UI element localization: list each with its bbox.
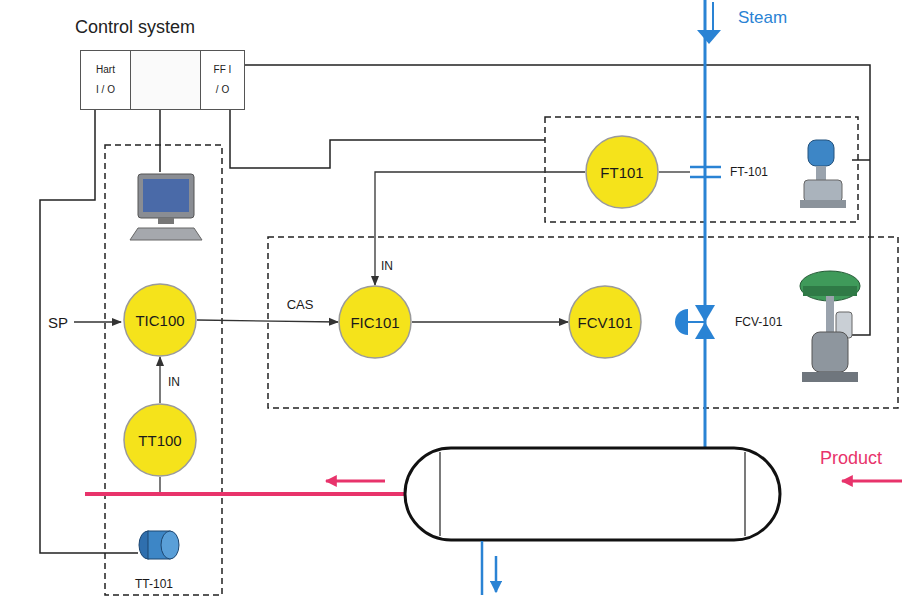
valve-body [695,305,715,322]
node-label: Hart I / O [95,60,117,100]
signal-label: IN [168,375,180,389]
instrument-bubble: FCV101 [568,285,642,359]
fieldbus-stub [852,159,870,161]
device-group [105,145,222,595]
control-valve-symbol [675,305,715,339]
condensate-arrow [495,556,498,592]
vessel [405,448,780,540]
bubble-shape [339,286,411,358]
node-label: FT101 [600,164,643,181]
transmitter-cap [161,531,179,559]
bubble-shape [586,136,658,208]
flow-transmitter-icon [800,140,846,208]
device-group [545,117,858,222]
sensor-line [159,477,160,492]
signal-connector [412,321,568,322]
control-system-box: Control systemHart I / OFF I / O [80,50,245,110]
instrument-bubble: TIC100 [123,283,197,357]
steam-pipe-edge [712,2,714,32]
transmitter-flange [800,200,846,208]
computer-wire [159,110,161,172]
tag-label: TT-101 [135,577,173,591]
temperature-transmitter-icon [139,531,179,559]
product-pipe [85,492,408,496]
bubble-shape [124,404,196,476]
signal-label: IN [381,259,393,273]
fieldbus-wire [245,65,870,335]
node-label: FIC101 [350,314,399,331]
transmitter-head [808,140,834,166]
device-group [268,237,898,408]
monitor [138,174,194,218]
node-label: Control system [75,17,195,38]
signal-connector [375,172,585,285]
monitor-stand [158,218,174,224]
ff-wire [230,110,545,168]
instrument-bubble: FT101 [585,135,659,209]
steam-arrow [697,30,721,44]
node-label: TT100 [138,432,181,449]
valve-stem [688,321,705,323]
valve-positioner-icon [800,271,860,382]
node-label: TIC100 [135,312,184,329]
signal-connector [159,357,160,403]
transmitter-neck [816,166,826,180]
signal-line [659,171,690,172]
flow-arrow [326,480,385,483]
tag-label: FCV-101 [735,315,782,329]
valve-body [695,322,715,339]
actuator-rim [803,286,857,296]
io-card: FF I / O [200,51,244,109]
node-label: FF I / O [212,60,234,100]
actuator-yoke [826,296,834,332]
tag-label: FT-101 [730,165,768,179]
stream-label: Product [820,448,882,469]
hart-wire [40,110,138,553]
tube-sheet [744,452,745,536]
computer-icon [130,174,202,240]
orifice-plate [690,166,721,169]
stream-label: Steam [738,8,787,28]
orifice-plate [690,176,721,179]
tube-sheet [439,452,440,536]
keyboard [130,228,202,240]
setpoint-label: SP [48,314,68,331]
monitor-screen [143,179,189,212]
bubble-shape [124,284,196,356]
instrument-bubble: FIC101 [338,285,412,359]
instrument-bubble: TT100 [123,403,197,477]
condensate-pipe [481,541,484,595]
flow-arrow [842,480,902,483]
steam-pipe [704,0,707,448]
signal-label: CAS [287,297,314,312]
valve-housing [812,332,848,372]
transmitter-body [804,180,842,202]
bubble-shape [569,286,641,358]
io-card: Hart I / O [81,51,131,109]
node-label: FCV101 [577,314,632,331]
setpoint-arrow [74,321,121,322]
valve-actuator [675,309,688,335]
valve-flange [802,372,858,382]
signal-connector [197,320,338,322]
